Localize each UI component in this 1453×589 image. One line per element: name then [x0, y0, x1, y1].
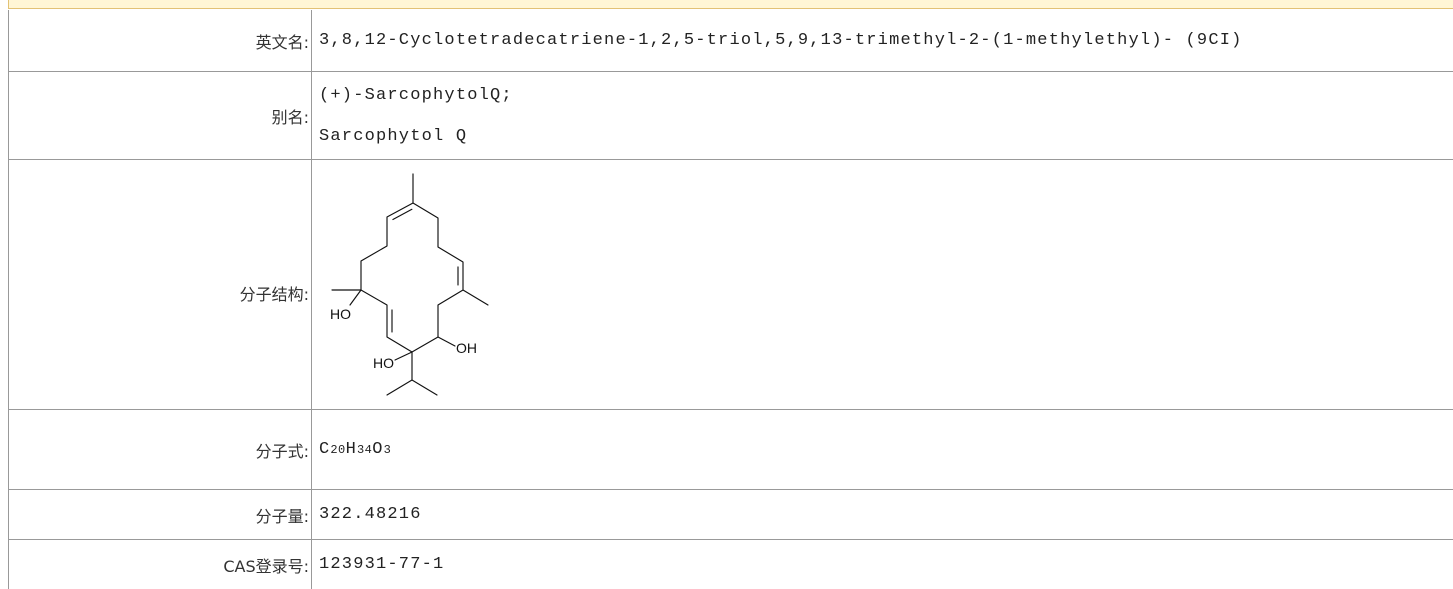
formula-label: 分子式:	[9, 410, 312, 489]
formula-element: H	[345, 440, 358, 459]
hydroxyl-label: OH	[456, 340, 477, 356]
hydroxyl-bond	[349, 288, 362, 306]
synonym-item: (+)-SarcophytolQ;	[319, 85, 513, 105]
english-name-value: 3,8,12-Cyclotetradecatriene-1,2,5-triol,…	[319, 31, 1243, 50]
isopropyl-bond	[386, 378, 413, 396]
isopropyl-bond	[411, 378, 438, 396]
synonyms-label: 别名:	[9, 72, 312, 159]
product-info-table: 英文名: 3,8,12-Cyclotetradecatriene-1,2,5-t…	[8, 10, 1453, 589]
molecular-structure-diagram: HO HO OH	[330, 172, 489, 396]
cas-number-label: CAS登录号:	[9, 540, 312, 589]
formula-element: C	[319, 440, 331, 459]
table-row-structure: 分子结构: HO HO OH	[9, 160, 1453, 410]
header-bar	[8, 0, 1453, 9]
ring-skeleton	[360, 201, 464, 353]
english-name-label: 英文名:	[9, 10, 312, 71]
hydroxyl-label: HO	[373, 355, 394, 371]
methyl-bond	[462, 288, 489, 306]
molecular-weight-value: 322.48216	[319, 505, 422, 524]
synonyms-value: (+)-SarcophytolQ; Sarcophytol Q	[312, 72, 1453, 159]
structure-value: HO HO OH	[312, 160, 1453, 409]
hydroxyl-label: HO	[330, 306, 351, 322]
structure-label: 分子结构:	[9, 160, 312, 409]
table-row-molecular-weight: 分子量: 322.48216	[9, 490, 1453, 540]
double-bond-inner-line	[392, 208, 413, 220]
molecular-weight-label: 分子量:	[9, 490, 312, 539]
formula-element: O	[372, 440, 384, 459]
table-row-english-name: 英文名: 3,8,12-Cyclotetradecatriene-1,2,5-t…	[9, 10, 1453, 72]
synonym-item: Sarcophytol Q	[319, 126, 468, 146]
hydroxyl-bond	[437, 335, 456, 347]
cas-number-value: 123931-77-1	[319, 555, 445, 574]
table-row-cas-number: CAS登录号: 123931-77-1	[9, 540, 1453, 589]
hydroxyl-bond	[394, 350, 413, 361]
table-row-synonyms: 别名: (+)-SarcophytolQ; Sarcophytol Q	[9, 72, 1453, 160]
